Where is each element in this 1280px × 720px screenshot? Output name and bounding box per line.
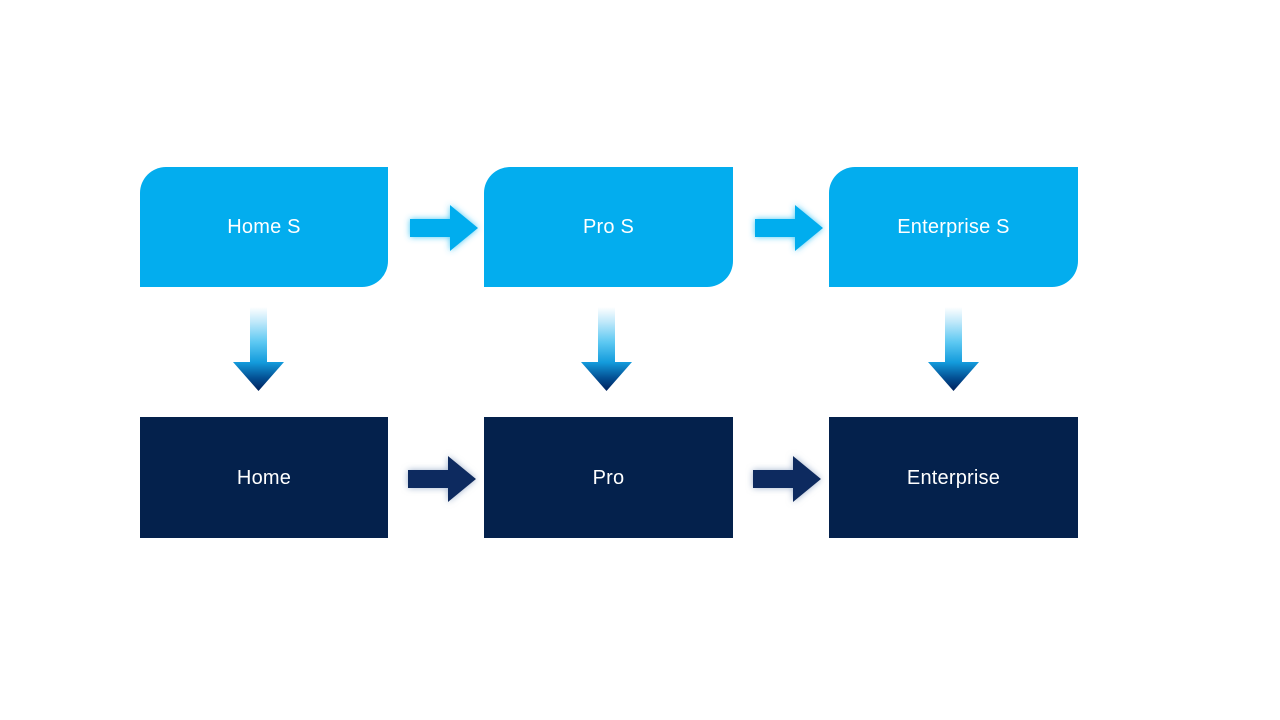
node-label: Home bbox=[236, 466, 292, 489]
node-pro-product[interactable]: Pro bbox=[484, 417, 733, 538]
node-label: Enterprise S bbox=[897, 216, 1010, 238]
node-label: Home S bbox=[227, 216, 301, 238]
arrow-down-icon bbox=[928, 307, 979, 391]
arrow-right-icon bbox=[408, 456, 476, 502]
node-enterprise-product[interactable]: Enterprise bbox=[829, 417, 1078, 538]
connector-home-service-to-pro-service bbox=[408, 203, 480, 253]
arrow-down-icon bbox=[233, 307, 284, 391]
node-home-product[interactable]: Home bbox=[140, 417, 388, 538]
node-enterprise-service[interactable]: Enterprise S bbox=[829, 167, 1078, 287]
connector-pro-service-to-enterprise-service bbox=[753, 203, 825, 253]
node-pro-service[interactable]: Pro S bbox=[484, 167, 733, 287]
node-label: Pro bbox=[592, 466, 625, 489]
connector-pro-to-enterprise bbox=[751, 454, 823, 504]
connector-home-to-pro bbox=[406, 454, 478, 504]
connector-home-service-to-home bbox=[231, 307, 286, 392]
node-label: Pro S bbox=[582, 216, 635, 238]
node-label: Enterprise bbox=[906, 466, 1001, 489]
arrow-right-icon bbox=[753, 456, 821, 502]
connector-pro-service-to-pro bbox=[579, 307, 634, 392]
connector-enterprise-service-to-enterprise bbox=[926, 307, 981, 392]
arrow-down-icon bbox=[581, 307, 632, 391]
node-home-service[interactable]: Home S bbox=[140, 167, 388, 287]
arrow-right-icon bbox=[755, 205, 823, 251]
arrow-right-icon bbox=[410, 205, 478, 251]
